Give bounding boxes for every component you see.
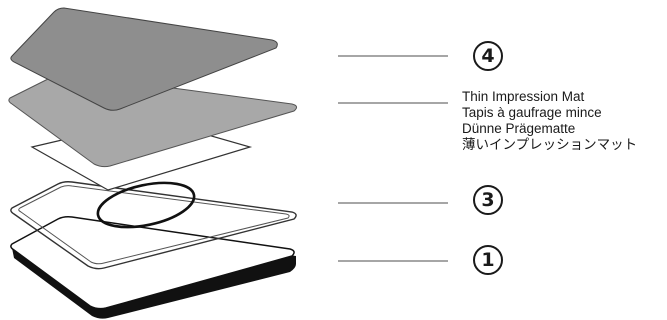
mat-label-japanese: 薄いインプレッションマット bbox=[462, 137, 638, 152]
callout-3: 3 bbox=[473, 185, 503, 215]
top-plate-layer bbox=[10, 7, 278, 111]
mat-label-french: Tapis à gaufrage mince bbox=[462, 105, 602, 120]
base-plate-layer bbox=[10, 216, 296, 319]
clear-frame-layer bbox=[10, 181, 297, 270]
mat-label-german: Dünne Prägematte bbox=[462, 121, 576, 136]
callout-1: 1 bbox=[473, 245, 503, 275]
thin-impression-mat-label: Thin Impression Mat Tapis à gaufrage min… bbox=[462, 89, 637, 153]
mat-label-english: Thin Impression Mat bbox=[462, 89, 585, 104]
callout-4: 4 bbox=[473, 41, 503, 71]
leader-lines bbox=[338, 55, 448, 262]
